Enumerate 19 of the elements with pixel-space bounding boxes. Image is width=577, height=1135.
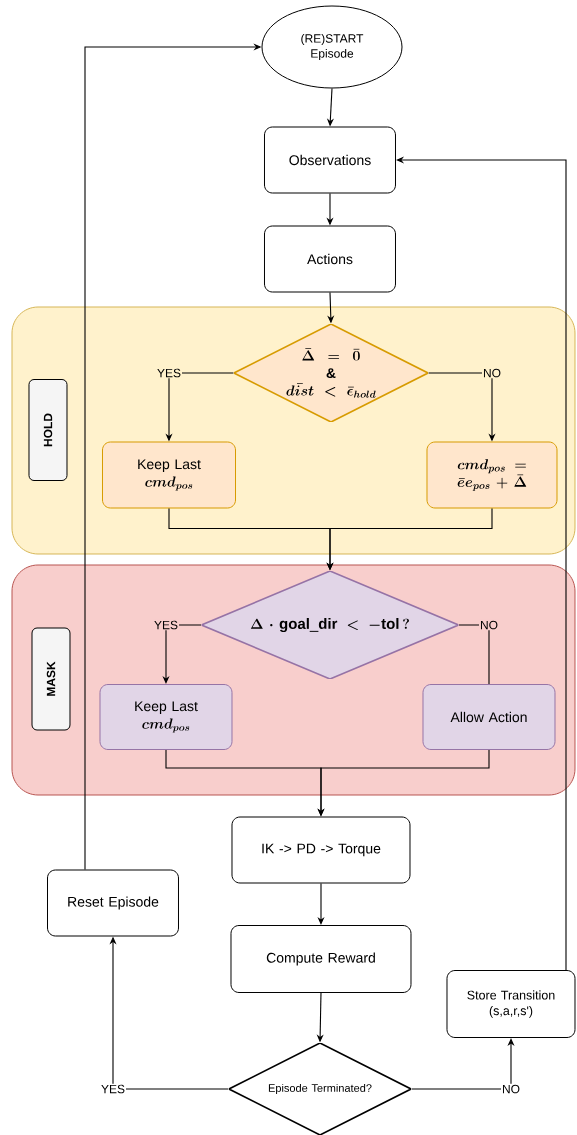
process-box: Observations <box>264 126 396 194</box>
process-box: IK -> PD -> Torque <box>231 816 411 884</box>
edge-label: NO <box>482 367 502 379</box>
section-tab: HOLD <box>28 379 68 481</box>
process-box: Reset Episode <box>47 869 179 937</box>
edge-label: NO <box>501 1083 521 1095</box>
connector-line <box>458 624 490 685</box>
process-box: Keep Last $cmd_{pos}$ <box>102 441 236 509</box>
edge-label: YES <box>153 619 179 631</box>
section-tab: MASK <box>31 627 71 731</box>
edge-label: YES <box>100 1083 126 1095</box>
edge-label: YES <box>156 367 182 379</box>
process-box: $cmd_{pos} = \bar{e}e_{pos} + \bar{\Delta}$ <box>426 441 558 509</box>
process-box: Actions <box>264 225 396 293</box>
process-box: Keep Last $cmd_{pos}$ <box>99 684 233 750</box>
process-box: Store Transition (s,a,r,s') <box>446 970 576 1038</box>
edge-label: NO <box>479 619 499 631</box>
process-box: Compute Reward <box>230 925 412 993</box>
process-box: Allow Action <box>422 684 556 750</box>
